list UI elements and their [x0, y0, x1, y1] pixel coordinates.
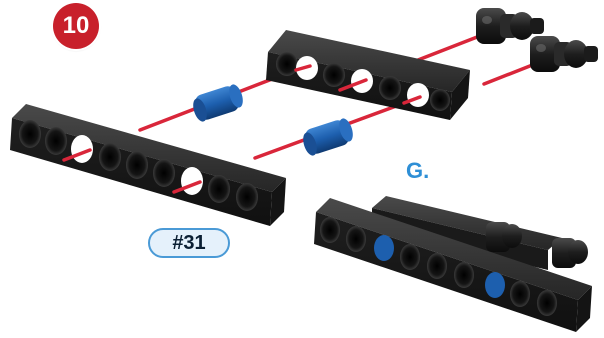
part-number-tag: #31: [148, 228, 230, 258]
assembled-result: [314, 196, 592, 332]
long-beam: [10, 104, 286, 226]
guide-lines-through-short-beam: [294, 64, 422, 105]
blue-bushing-lower: [303, 118, 353, 156]
black-peg-connector-upper: [476, 8, 544, 44]
assembled-beam-holes: [320, 217, 557, 316]
step-number-badge: 10: [53, 3, 99, 49]
guide-lines-into-long-beam: [62, 148, 202, 194]
blue-bushing-upper: [193, 84, 243, 122]
variant-label: G.: [406, 158, 430, 183]
step-number: 10: [62, 12, 90, 39]
black-peg-connector-lower: [530, 36, 598, 72]
part-number-text: #31: [172, 231, 206, 254]
short-beam: [266, 30, 470, 120]
